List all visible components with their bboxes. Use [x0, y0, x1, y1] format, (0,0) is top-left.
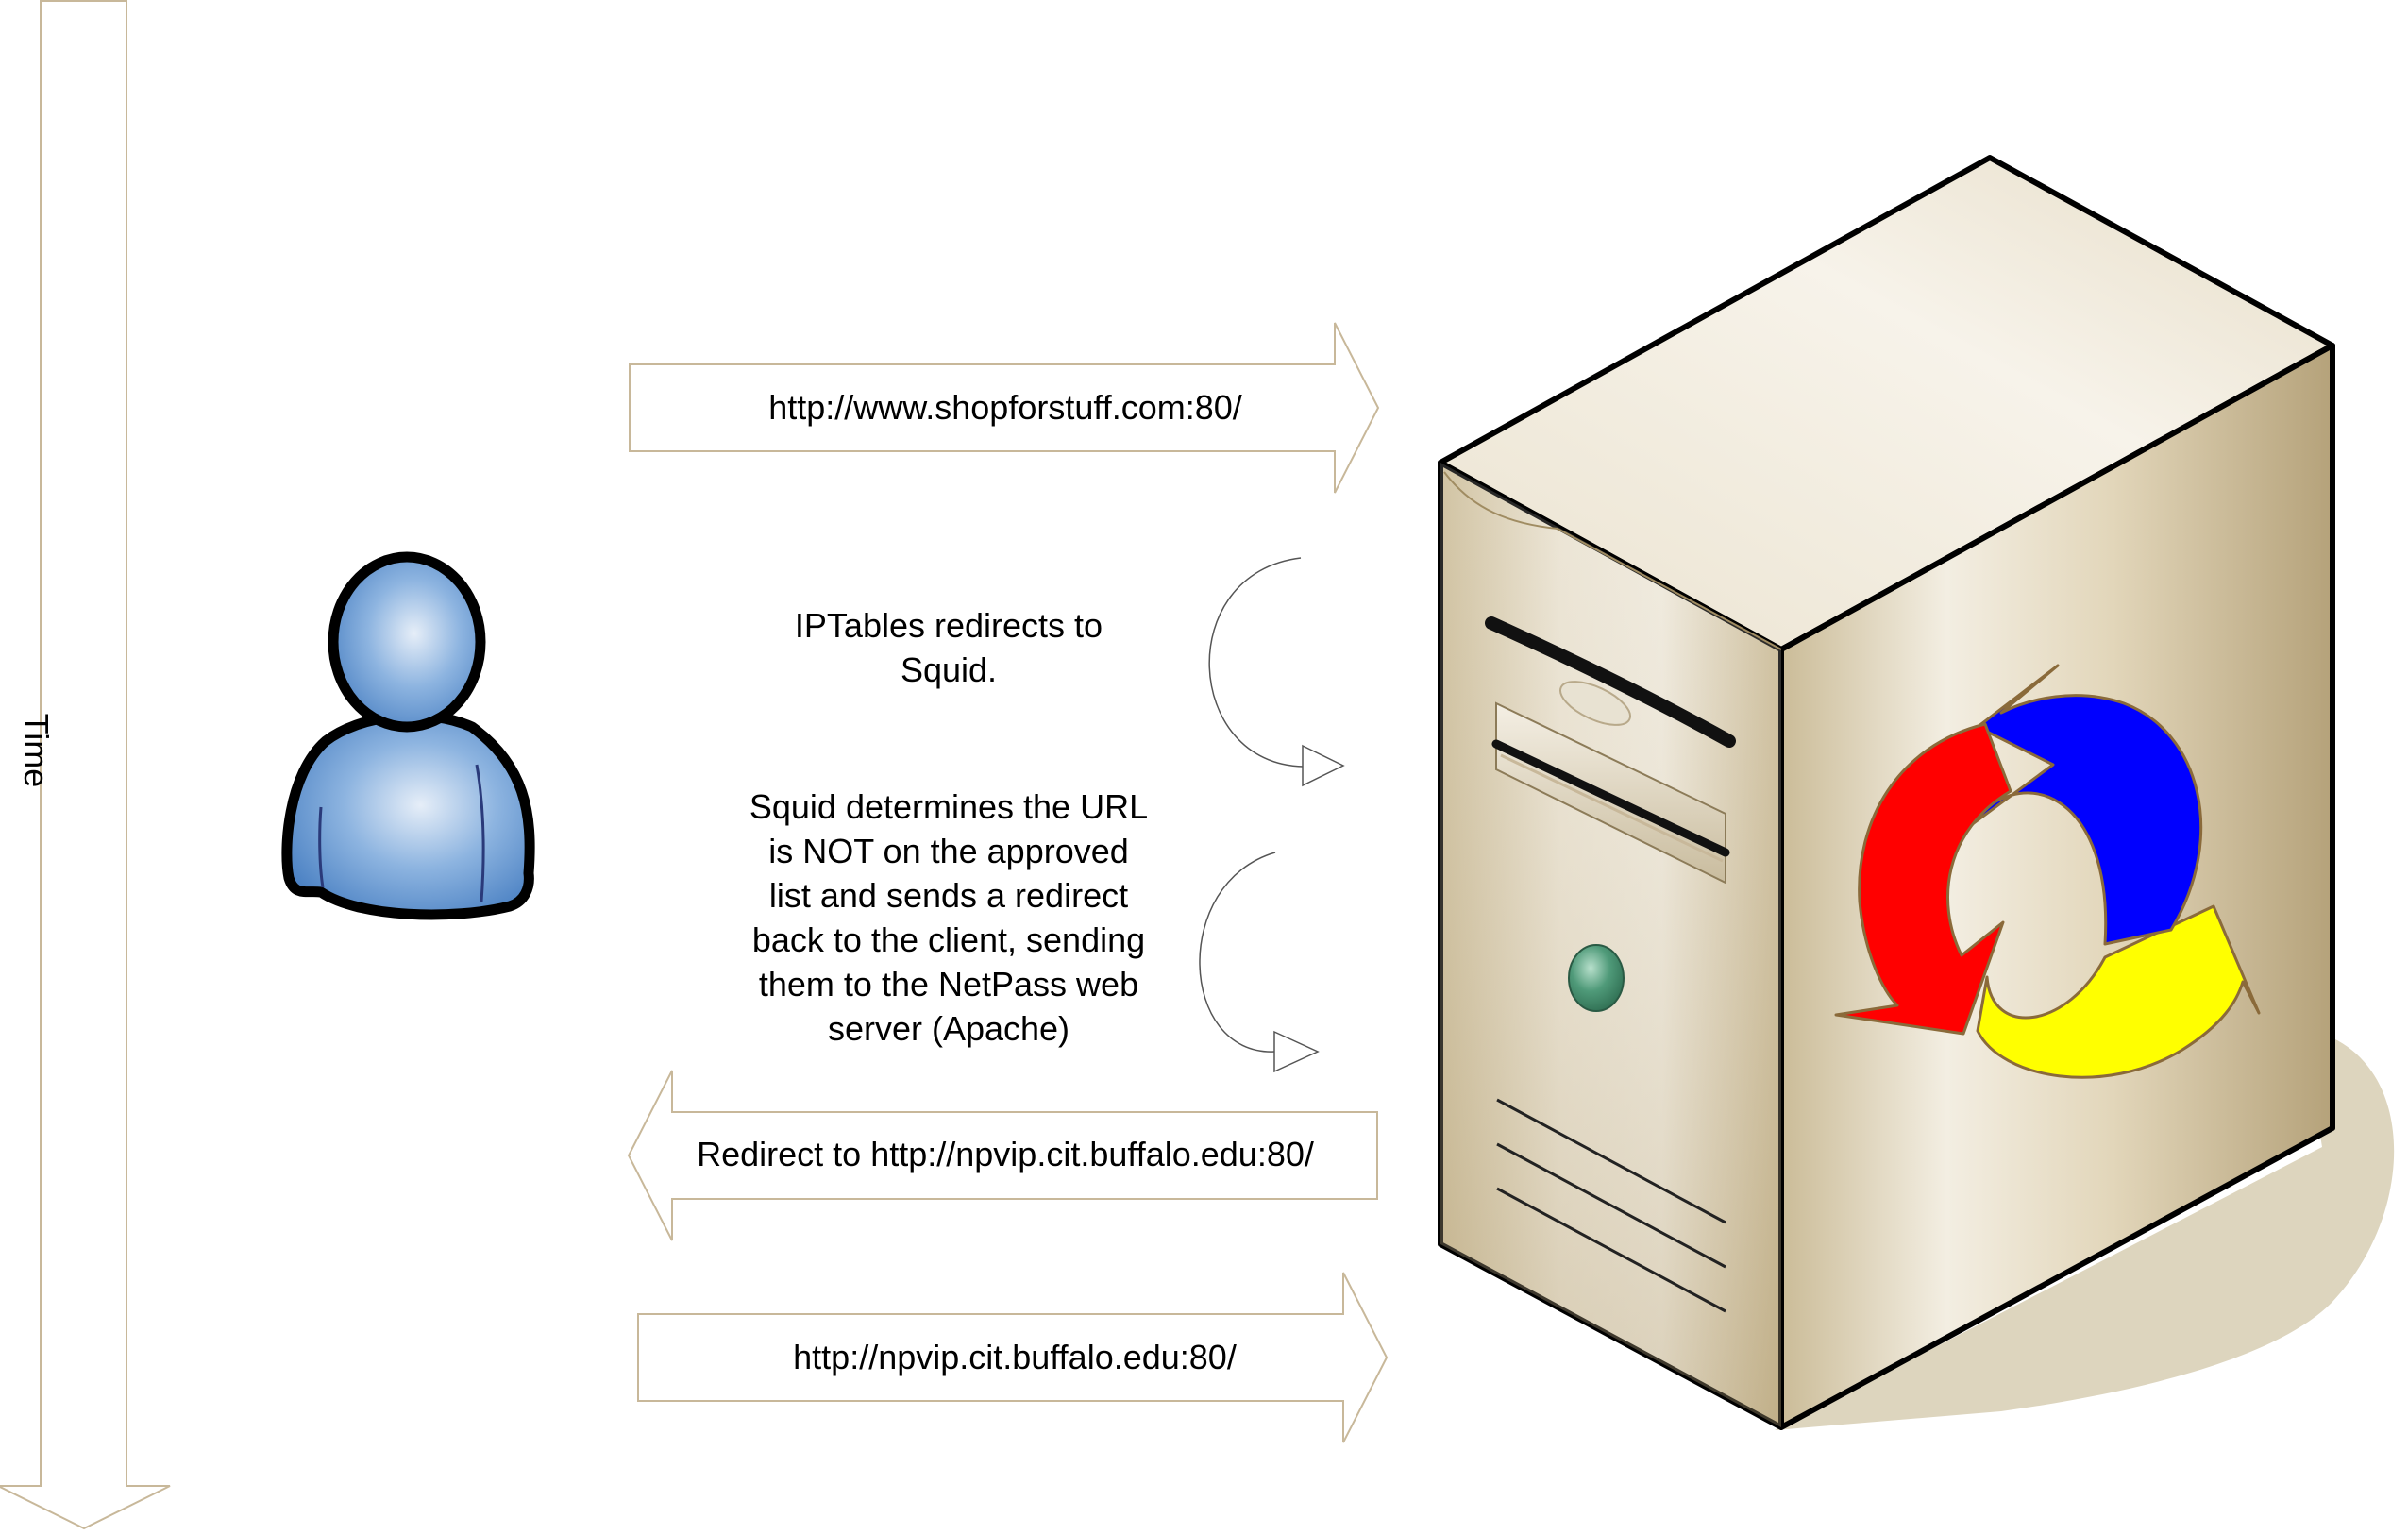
server-tower-icon [1438, 155, 2395, 1430]
cycle-arrows-icon [1834, 664, 2261, 1079]
time-axis-label: Time [17, 713, 56, 788]
squid-line-1: Squid determines the URL [749, 787, 1149, 826]
request-arrow-shopforstuff [629, 322, 1380, 494]
request-url-shopforstuff: http://www.shopforstuff.com:80/ [768, 388, 1242, 427]
curved-arrow-squid [1199, 852, 1320, 1073]
squid-line-4: back to the client, sending [751, 920, 1146, 959]
request-arrow-npvip [637, 1272, 1389, 1443]
squid-line-2: is NOT on the approved [768, 832, 1129, 870]
time-arrow [0, 0, 171, 1530]
squid-line-5: them to the NetPass web [758, 965, 1139, 1004]
squid-step-label: Squid determines the URL is NOT on the a… [699, 784, 1199, 1051]
curved-arrow-iptables [1208, 557, 1345, 787]
request-url-npvip: http://npvip.cit.buffalo.edu:80/ [793, 1338, 1237, 1376]
iptables-line-1: IPTables redirects to [794, 606, 1103, 645]
redirect-arrow [627, 1070, 1378, 1241]
iptables-step-label: IPTables redirects to Squid. [736, 603, 1161, 692]
user-icon [281, 551, 535, 920]
iptables-line-2: Squid. [900, 650, 998, 689]
squid-line-3: list and sends a redirect [768, 876, 1129, 915]
redirect-response-label: Redirect to http://npvip.cit.buffalo.edu… [697, 1135, 1314, 1173]
squid-line-6: server (Apache) [827, 1009, 1070, 1048]
